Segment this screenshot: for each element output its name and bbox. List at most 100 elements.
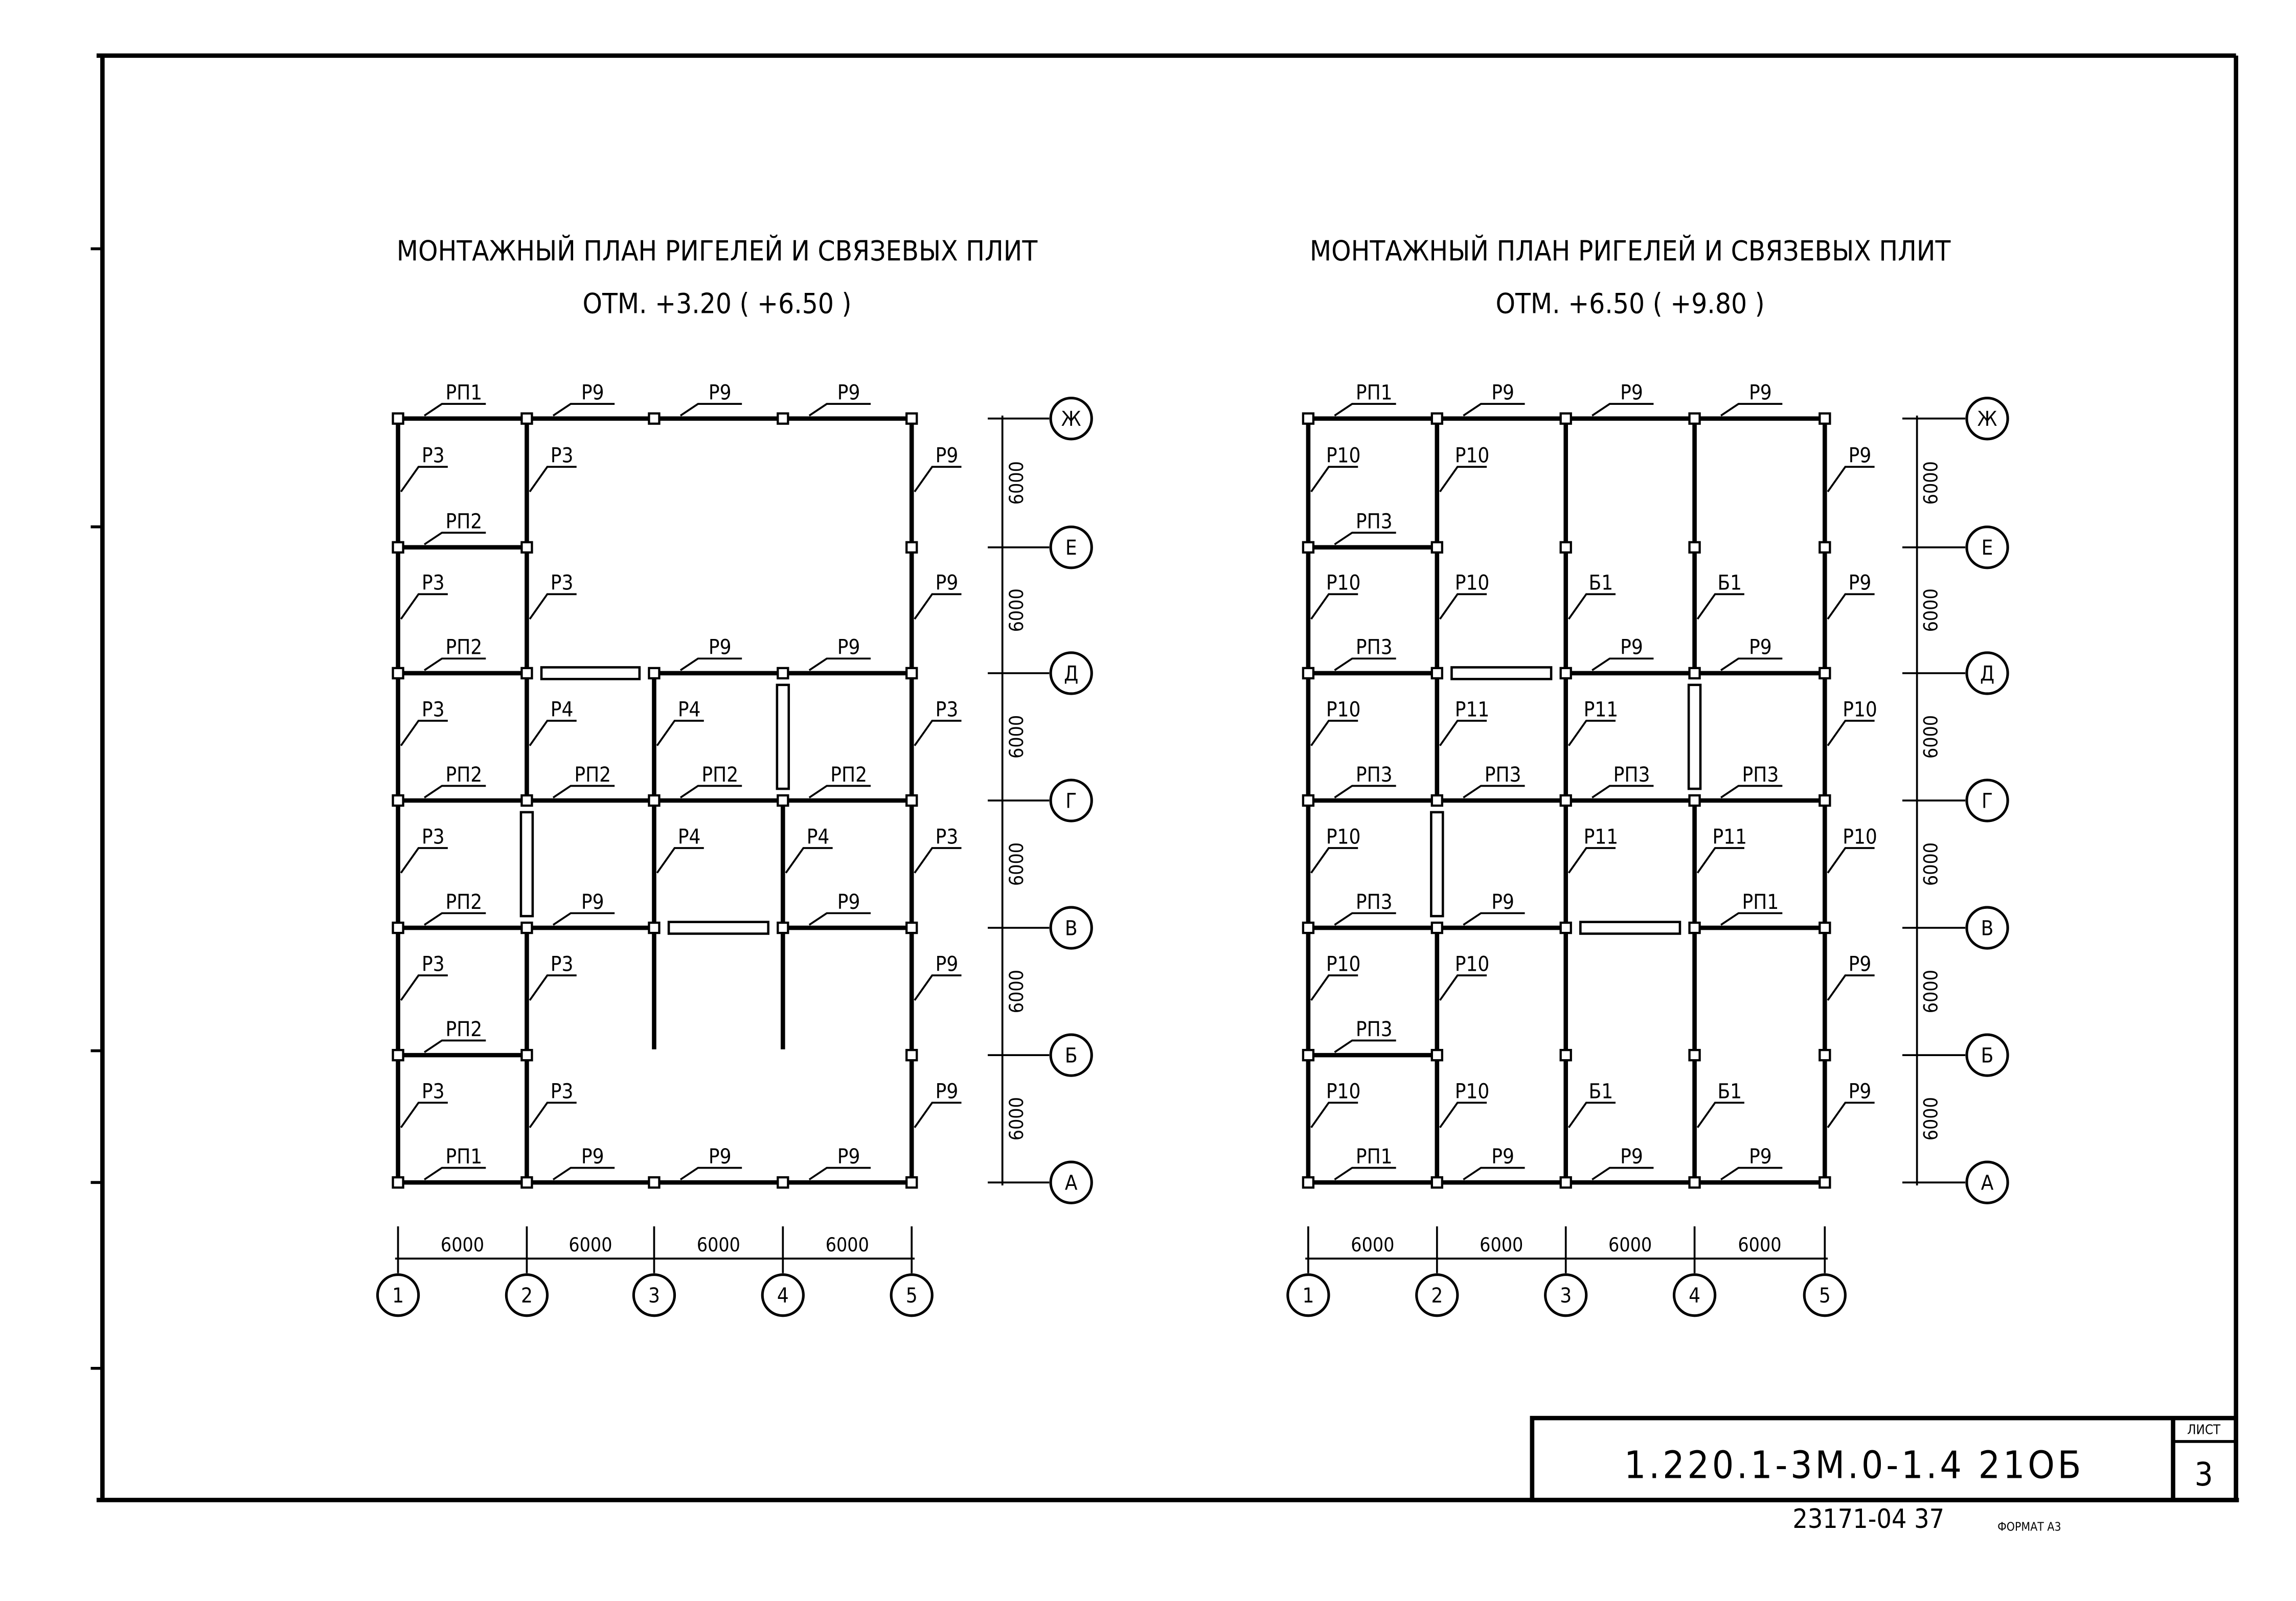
axis-bubble <box>1965 651 2009 695</box>
column-node <box>520 667 533 680</box>
element-label: Р10 <box>1455 444 1490 468</box>
element-label: РП3 <box>1356 763 1393 787</box>
element-label: Р9 <box>1849 571 1872 595</box>
axis-label: Е <box>1982 536 1993 560</box>
element-label: Р10 <box>1326 953 1361 976</box>
leader-line <box>424 403 486 417</box>
leader-line <box>424 657 486 671</box>
axis-bubble <box>1415 1273 1459 1317</box>
axis-bubble <box>1965 1160 2009 1204</box>
column-node <box>1430 412 1443 425</box>
leader-line <box>1334 532 1396 545</box>
column-node <box>1818 794 1831 807</box>
dimension-value: 6000 <box>1005 461 1028 505</box>
column-node <box>392 1048 404 1062</box>
column-node <box>520 921 533 934</box>
leader-line <box>424 912 486 926</box>
axis-label: 3 <box>648 1284 660 1308</box>
sheet-frame <box>90 53 2239 1502</box>
leader-line <box>1592 785 1654 798</box>
element-label: РП1 <box>1356 1145 1393 1169</box>
column-node <box>1302 1176 1315 1189</box>
element-label: Р11 <box>1712 825 1747 849</box>
element-label: Р3 <box>422 825 445 849</box>
leader-line <box>529 1102 577 1128</box>
column-node <box>1430 921 1443 934</box>
leader-line <box>552 912 615 926</box>
column-node <box>1302 667 1315 680</box>
leader-line <box>914 466 962 493</box>
leader-line <box>424 532 486 545</box>
axis-bubble <box>632 1273 676 1317</box>
leader-line <box>1696 593 1744 620</box>
leader-line <box>914 1102 962 1128</box>
leader-line <box>1310 847 1358 874</box>
element-label: Р9 <box>837 381 860 405</box>
axis-label: Д <box>1064 662 1078 685</box>
element-label: РП3 <box>1613 763 1650 787</box>
element-label: Р10 <box>1326 1080 1361 1104</box>
element-label: Р9 <box>1749 381 1772 405</box>
leader-line <box>1696 847 1744 874</box>
inventory-number: 23171-04 37 <box>1792 1504 1944 1535</box>
element-label: Р9 <box>936 444 959 468</box>
element-label: Р9 <box>936 953 959 976</box>
dimension-value: 6000 <box>1005 842 1028 886</box>
axis-bubble <box>1049 1033 1093 1077</box>
column-node <box>1559 412 1572 425</box>
column-node <box>392 412 404 425</box>
element-label: РП2 <box>574 763 611 787</box>
dimension-value: 6000 <box>697 1233 740 1256</box>
element-label: Р9 <box>581 1145 604 1169</box>
leader-line <box>914 847 962 874</box>
axis-label: А <box>1065 1172 1078 1195</box>
column-node <box>1302 794 1315 807</box>
dimension-value: 6000 <box>1920 1097 1942 1140</box>
element-label: Р9 <box>1620 636 1643 659</box>
element-label: Р3 <box>422 571 445 595</box>
leader-line <box>424 1167 486 1181</box>
plan1-title: МОНТАЖНЫЙ ПЛАН РИГЕЛЕЙ И СВЯЗЕВЫХ ПЛИТ <box>397 234 1038 267</box>
dimension-value: 6000 <box>1351 1233 1394 1256</box>
leader-line <box>1463 1167 1525 1181</box>
axis-bubble <box>1049 779 1093 822</box>
column-node <box>777 1176 789 1189</box>
dimension-value: 6000 <box>1920 461 1942 505</box>
column-node <box>777 794 789 807</box>
element-label: РП2 <box>445 890 482 914</box>
column-node <box>1430 1048 1443 1062</box>
plan2-elevation: ОТМ. +6.50 ( +9.80 ) <box>1496 288 1765 320</box>
leader-line <box>1439 720 1487 746</box>
leader-line <box>1310 720 1358 746</box>
leader-line <box>1567 1102 1616 1128</box>
element-label: Р9 <box>1620 381 1643 405</box>
column-node <box>905 412 918 425</box>
element-label: Р9 <box>581 381 604 405</box>
axis-bubble <box>1965 779 2009 822</box>
element-label: Р9 <box>837 890 860 914</box>
leader-line <box>914 593 962 620</box>
element-label: Р9 <box>1749 636 1772 659</box>
column-node <box>1559 921 1572 934</box>
leader-line <box>529 466 577 493</box>
dimension-value: 6000 <box>1005 970 1028 1013</box>
column-node <box>1818 667 1831 680</box>
leader-line <box>1334 1167 1396 1181</box>
axis-label: Б <box>1065 1044 1078 1067</box>
slab-opening <box>1450 666 1553 680</box>
plan2-title: МОНТАЖНЫЙ ПЛАН РИГЕЛЕЙ И СВЯЗЕВЫХ ПЛИТ <box>1310 234 1951 267</box>
slab-opening <box>667 921 770 935</box>
element-label: Р3 <box>551 444 574 468</box>
element-label: Р10 <box>1455 953 1490 976</box>
column-node <box>905 1176 918 1189</box>
leader-line <box>1827 593 1875 620</box>
axis-label: 2 <box>1431 1284 1443 1308</box>
leader-line <box>424 1039 486 1053</box>
axis-label: Ж <box>1061 407 1081 431</box>
element-label: Р9 <box>1749 1145 1772 1169</box>
axis-label: 5 <box>1819 1284 1831 1308</box>
axis-label: 5 <box>906 1284 918 1308</box>
leader-line <box>679 785 742 798</box>
column-node <box>1688 541 1701 554</box>
